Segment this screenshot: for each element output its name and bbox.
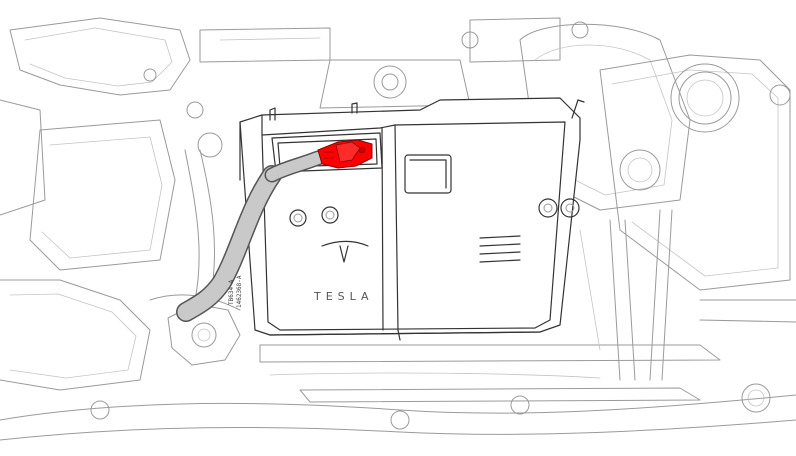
brand-text: TESLA — [313, 290, 374, 303]
gray-cable — [176, 150, 326, 322]
cable-label-1: TB634-A — [228, 279, 235, 305]
terminal-posts — [289, 198, 580, 227]
cable-label-2: 1462368-A — [236, 275, 243, 308]
battery-housing — [239, 97, 585, 341]
highlighted-connector — [317, 139, 373, 169]
